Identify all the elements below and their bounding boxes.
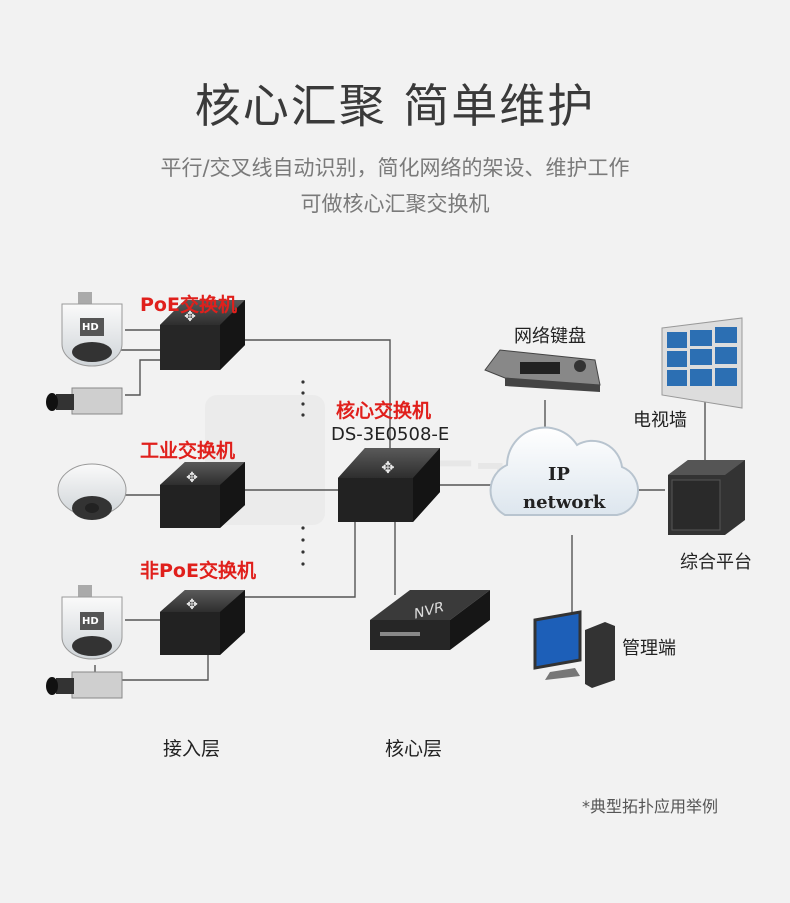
access-layer-label: 接入层 <box>163 738 221 760</box>
industrial-switch-icon: ✥ <box>160 462 245 528</box>
non-poe-switch-label: 非PoE交换机 <box>140 560 256 582</box>
bullet-camera-icon <box>46 671 123 699</box>
network-keyboard-icon <box>484 349 601 392</box>
dome-camera-icon <box>57 463 127 520</box>
svg-text:✥: ✥ <box>186 597 198 613</box>
poe-switch-label: PoE交换机 <box>140 294 237 316</box>
camera-hd-badge: HD <box>82 322 99 333</box>
svg-text:✥: ✥ <box>184 309 196 325</box>
ptz-camera-icon <box>61 585 123 660</box>
non-poe-switch-icon: ✥ <box>160 590 245 655</box>
svg-text:✥: ✥ <box>381 458 394 477</box>
industrial-switch-label: 工业交换机 <box>140 440 236 462</box>
subtitle-line-2: 可做核心汇聚交换机 <box>300 192 490 216</box>
core-layer-label: 核心层 <box>385 738 443 760</box>
ip-network-cloud-icon <box>489 426 639 516</box>
svg-text:✥: ✥ <box>186 470 198 486</box>
tv-wall-icon <box>661 317 743 409</box>
core-switch-label: 核心交换机 <box>336 400 432 422</box>
camera-hd-badge: HD <box>82 616 99 627</box>
core-switch-icon: ✥ <box>338 448 440 522</box>
management-label: 管理端 <box>622 638 676 659</box>
poe-switch-icon: ✥ <box>160 300 245 370</box>
management-pc-icon <box>533 610 615 688</box>
platform-label: 综合平台 <box>680 552 752 573</box>
cloud-label-network: network <box>523 492 606 513</box>
core-switch-model: DS-3E0508-E <box>331 424 450 445</box>
ellipsis-dots <box>301 380 305 566</box>
cloud-label-ip: IP <box>548 464 570 485</box>
platform-server-icon <box>668 460 745 535</box>
nvr-icon <box>370 590 490 650</box>
footnote: *典型拓扑应用举例 <box>582 797 719 816</box>
keyboard-label: 网络键盘 <box>514 326 586 347</box>
ptz-camera-icon <box>61 292 123 367</box>
subtitle-line-1: 平行/交叉线自动识别，简化网络的架设、维护工作 <box>160 156 630 180</box>
bullet-camera-icon <box>46 387 123 415</box>
tv-wall-label: 电视墙 <box>633 410 687 431</box>
page-title: 核心汇聚 简单维护 <box>194 79 596 133</box>
